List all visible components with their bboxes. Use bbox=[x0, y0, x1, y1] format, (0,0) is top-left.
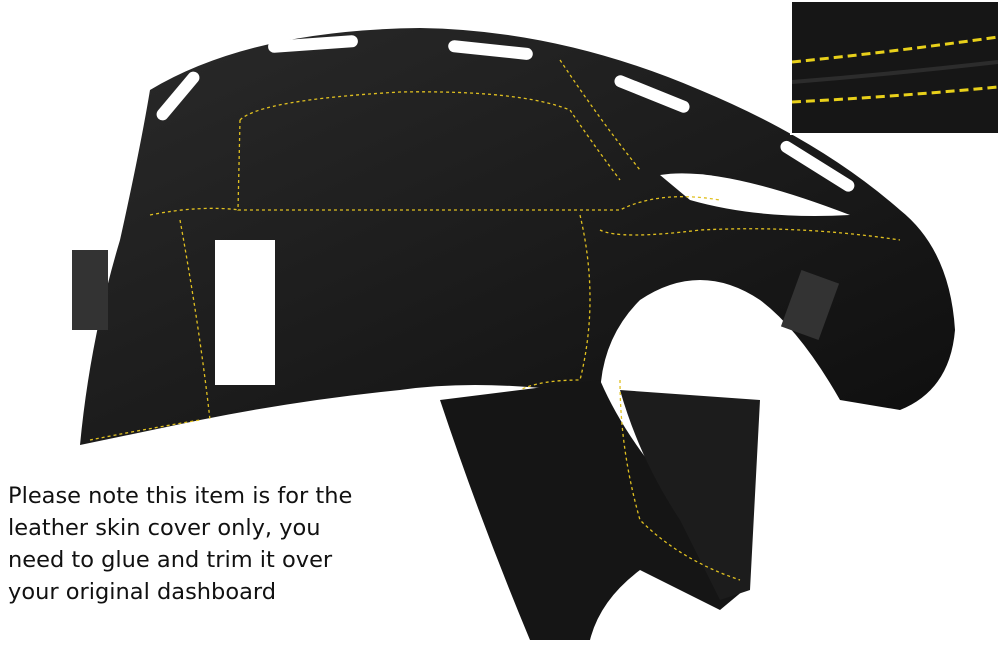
dashboard-top bbox=[80, 28, 955, 445]
center-console bbox=[440, 380, 750, 640]
stitching-detail-inset bbox=[790, 0, 1000, 135]
note-line: leather skin cover only, you bbox=[8, 515, 321, 541]
note-line: your original dashboard bbox=[8, 579, 277, 605]
note-line: Please note this item is for the bbox=[8, 483, 353, 509]
right-bracket bbox=[620, 390, 760, 600]
stitch-closeup bbox=[791, 2, 999, 133]
note-line: need to glue and trim it over bbox=[8, 547, 333, 573]
disclaimer-note: Please note this item is for the leather… bbox=[8, 480, 408, 608]
